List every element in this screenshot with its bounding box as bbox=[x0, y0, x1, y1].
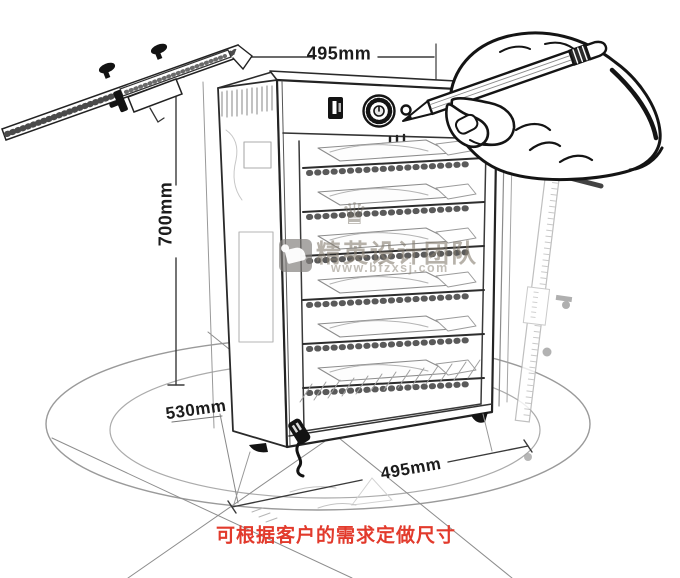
power-cord bbox=[295, 441, 305, 478]
customization-note: 可根据客户的需求定做尺寸 bbox=[215, 525, 457, 547]
power-plug bbox=[288, 418, 311, 445]
dimension-label-height: 700mm bbox=[155, 181, 176, 247]
crown-icon: ♛ bbox=[341, 198, 368, 231]
design-team-logo-icon bbox=[279, 239, 312, 272]
watermark-url: www.bfzxsj.com bbox=[331, 261, 449, 275]
dimension-lines bbox=[167, 43, 533, 514]
caliper-thumbscrews bbox=[98, 43, 168, 79]
warming-cabinet-drawing bbox=[217, 70, 514, 478]
pencil-tip bbox=[403, 113, 413, 121]
caliper-jaw bbox=[232, 44, 253, 71]
control-panel bbox=[328, 94, 412, 128]
watermark-team-name: 精英设计团队 bbox=[316, 240, 479, 268]
hand-with-pencil-drawing bbox=[402, 31, 664, 182]
cabinet-left-side bbox=[217, 79, 288, 448]
thumbnail bbox=[454, 113, 479, 135]
left-foot bbox=[249, 443, 268, 453]
indicator-light bbox=[400, 104, 412, 116]
caliper-clamp-screw bbox=[109, 89, 128, 113]
right-foot bbox=[471, 412, 488, 423]
vertical-ruler-drawing bbox=[514, 165, 604, 461]
hand-logo-shape bbox=[284, 245, 307, 265]
pencil-eraser bbox=[584, 40, 608, 61]
vernier-caliper-drawing bbox=[1, 43, 253, 141]
dimension-label-top-width: 495mm bbox=[306, 43, 372, 64]
